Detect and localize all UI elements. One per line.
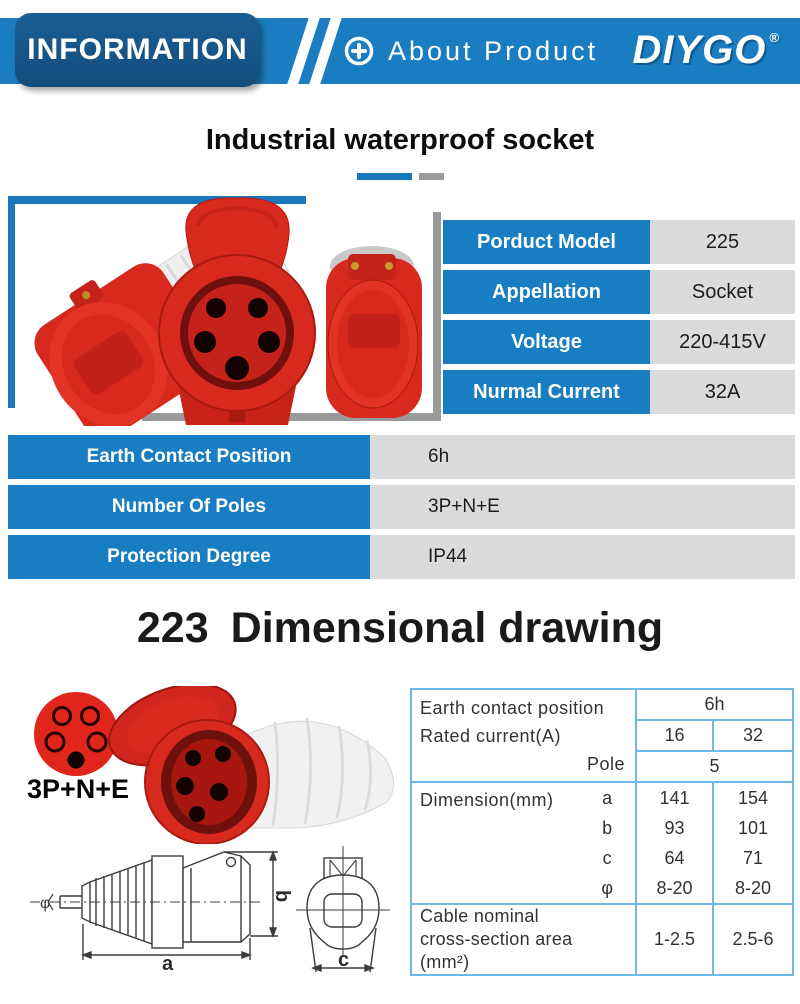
dim-a-32: 154 [737, 788, 769, 808]
protection-degree-label: Protection Degree [8, 535, 370, 579]
section-heading: 223 Dimensional drawing [0, 604, 800, 653]
table-row: Porduct Model 225 [443, 220, 795, 264]
photo-frame-top [8, 196, 306, 204]
rated-current-16: 16 [635, 719, 714, 752]
photo-frame-bottom [142, 413, 441, 421]
section-heading-text: Dimensional drawing [230, 604, 664, 652]
cable-section-label: Cable nominal cross-section area (mm²) [410, 903, 637, 976]
dimension-letters: a b c φ [601, 783, 613, 903]
plus-icon [344, 36, 374, 66]
table-row: Appellation Socket [443, 270, 795, 314]
pin-configuration-diagram [34, 692, 118, 776]
table-row: Voltage 220-415V [443, 320, 795, 364]
table-row: Earth contact position Rated current(A) … [410, 688, 794, 783]
normal-current-value: 32A [650, 370, 795, 414]
dim-phi-32: 8-20 [734, 878, 772, 898]
table-row: Dimension(mm) a b c φ 141 93 64 8-20 [410, 781, 794, 905]
voltage-label: Voltage [443, 320, 650, 364]
brand-name: DIYGO [632, 28, 767, 72]
underline-blue-bar [356, 173, 412, 180]
product-model-value: 225 [650, 220, 795, 264]
dim-letter-a: a [602, 788, 613, 808]
dim-a-label: a [162, 953, 174, 975]
dimension-label: Dimension(mm) [420, 790, 554, 810]
title-underline [0, 173, 800, 181]
table-row: 5 [411, 750, 794, 783]
socket-photo-open-lid [108, 686, 394, 844]
information-label: INFORMATION [27, 33, 248, 66]
protection-degree-value: IP44 [370, 535, 795, 579]
table-row: 16 32 [411, 719, 794, 752]
voltage-value: 220-415V [650, 320, 795, 364]
dim-letter-b: b [602, 818, 613, 838]
section-number: 223 [136, 604, 209, 652]
appellation-value: Socket [650, 270, 795, 314]
photo-frame-right [433, 212, 441, 421]
photo-frame-left [8, 196, 15, 408]
brand-logo: DIYGO ® [633, 18, 781, 94]
product-photos [34, 197, 422, 426]
dim-letter-c: c [602, 848, 612, 868]
dimension-values-16: 141 93 64 8-20 [637, 783, 712, 903]
cable-section-16: 1-2.5 [635, 903, 714, 976]
dim-b-16: 93 [664, 818, 685, 838]
product-model-label: Porduct Model [443, 220, 650, 264]
pole-label: Pole [586, 753, 625, 774]
dim-letter-phi: φ [601, 878, 613, 898]
earth-contact-position-value: 6h [635, 688, 794, 721]
dimension-spec-table: Earth contact position Rated current(A) … [410, 688, 794, 976]
page-title: Industrial waterproof socket [205, 124, 595, 156]
rated-current-label: Rated current(A) [420, 725, 562, 746]
section-title: About Product [388, 35, 599, 66]
pole-value: 5 [635, 750, 794, 783]
dim-phi-label: φ [40, 895, 50, 912]
dim-b-label: b [271, 890, 293, 902]
information-banner: INFORMATION [15, 13, 260, 87]
socket-front-closed [326, 246, 422, 418]
rated-current-32: 32 [712, 719, 794, 752]
earth-contact-label: Earth Contact Position [8, 435, 370, 479]
dim-c-32: 71 [742, 848, 764, 868]
socket-front-open [158, 197, 316, 425]
table-row: Earth Contact Position 6h [8, 435, 795, 479]
dim-b-32: 101 [737, 818, 769, 838]
earth-contact-position-label: Earth contact position [420, 697, 605, 718]
header-bar: INFORMATION About Product DIYGO ® [0, 13, 800, 87]
poles-value: 3P+N+E [370, 485, 795, 529]
underline-gray-bar [418, 173, 444, 180]
dim-phi-16: 8-20 [656, 878, 693, 898]
dimension-values-32: 154 101 71 8-20 [714, 783, 792, 903]
registered-mark: ® [769, 30, 780, 45]
poles-label: Number Of Poles [8, 485, 370, 529]
appellation-label: Appellation [443, 270, 650, 314]
table-row: Protection Degree IP44 [8, 535, 795, 579]
normal-current-label: Nurmal Current [443, 370, 650, 414]
cable-section-32: 2.5-6 [712, 903, 794, 976]
earth-contact-value: 6h [370, 435, 795, 479]
dimensional-drawing: φ a b c [30, 846, 390, 975]
dim-c-label: c [338, 949, 349, 971]
table-row: Nurmal Current 32A [443, 370, 795, 414]
dim-a-16: 141 [659, 788, 690, 808]
table-row: Number Of Poles 3P+N+E [8, 485, 795, 529]
table-row: Cable nominal cross-section area (mm²) 1… [410, 903, 794, 976]
pin-configuration-label: 3P+N+E [26, 774, 130, 804]
dim-c-16: 64 [664, 848, 685, 868]
